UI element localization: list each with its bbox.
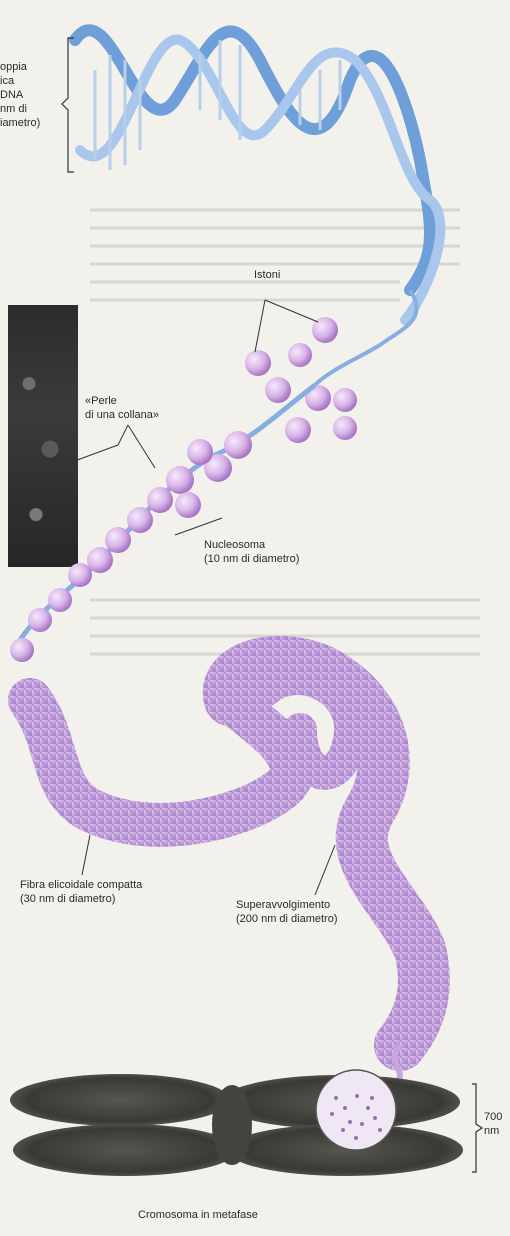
histone-cluster [245,300,357,443]
label-compact-fiber: Fibra elicoidale compatta (30 nm di diam… [20,878,142,906]
label-beads-on-string: «Perle di una collana» [85,394,159,422]
label-700nm: 700 nm [484,1110,502,1138]
label-nucleosome: Nucleosoma (10 nm di diametro) [204,538,299,566]
label-dna-double-helix: oppia ica DNA nm di iametro) [0,60,40,130]
label-supercoil: Superavvolgimento (200 nm di diametro) [236,898,338,926]
dna-double-helix [62,30,440,385]
label-histones: Istoni [254,268,280,282]
label-metaphase-chromosome: Cromosoma in metafase [138,1208,258,1222]
metaphase-chromosome [10,1070,482,1176]
